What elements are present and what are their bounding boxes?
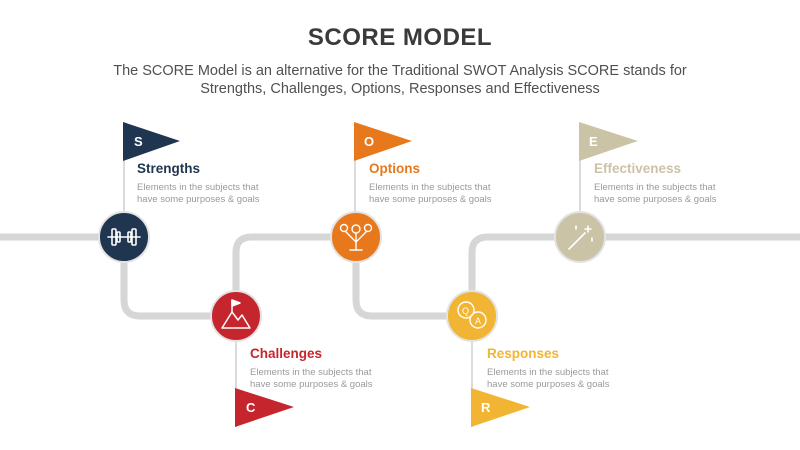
step-desc-responses: Elements in the subjects that have some … — [487, 367, 610, 391]
subtitle-line-1: The SCORE Model is an alternative for th… — [113, 63, 687, 79]
choice-arrows-icon — [339, 223, 373, 251]
step-label-strengths: Strengths — [137, 161, 201, 176]
mountain-flag-icon — [221, 299, 251, 329]
step-desc-options-line-2: have some purposes & goals — [369, 194, 492, 205]
step-responses: R Q A — [446, 290, 530, 427]
flag-r — [471, 388, 530, 427]
step-desc-strengths-line-2: have some purposes & goals — [137, 194, 260, 205]
road-path — [0, 233, 800, 320]
svg-text:A: A — [475, 316, 481, 326]
step-desc-responses-line-1: Elements in the subjects that — [487, 367, 609, 378]
step-circle-challenges — [210, 290, 262, 342]
page-subtitle: The SCORE Model is an alternative for th… — [60, 62, 740, 98]
flag-c — [235, 388, 294, 427]
flag-letter-c: C — [246, 400, 256, 415]
subtitle-line-2: Strengths, Challenges, Options, Response… — [200, 81, 600, 97]
step-label-challenges: Challenges — [250, 346, 323, 361]
step-label-effectiveness: Effectiveness — [594, 161, 682, 176]
svg-text:Q: Q — [462, 306, 469, 316]
step-desc-options: Elements in the subjects that have some … — [369, 182, 492, 206]
flag-letter-s: S — [134, 134, 143, 149]
qa-bubbles-icon: Q A — [457, 301, 487, 329]
flag-o — [354, 122, 412, 161]
step-desc-challenges-line-1: Elements in the subjects that — [250, 367, 372, 378]
dumbbell-icon — [107, 228, 141, 246]
step-challenges: C — [210, 290, 294, 427]
step-desc-options-line-1: Elements in the subjects that — [369, 182, 491, 193]
step-desc-responses-line-2: have some purposes & goals — [487, 379, 610, 390]
step-label-options: Options — [369, 161, 420, 176]
flag-e — [579, 122, 638, 161]
flag-letter-o: O — [364, 134, 374, 149]
step-desc-strengths: Elements in the subjects that have some … — [137, 182, 260, 206]
step-desc-effectiveness-line-1: Elements in the subjects that — [594, 182, 716, 193]
page-title: SCORE MODEL — [307, 24, 493, 51]
flag-letter-r: R — [481, 400, 491, 415]
step-desc-strengths-line-1: Elements in the subjects that — [137, 182, 259, 193]
magic-wand-icon — [568, 225, 593, 250]
step-desc-challenges-line-2: have some purposes & goals — [250, 379, 373, 390]
step-label-responses: Responses — [487, 346, 560, 361]
step-desc-effectiveness: Elements in the subjects that have some … — [594, 182, 717, 206]
step-effectiveness: E — [554, 122, 638, 263]
flag-s — [123, 122, 180, 161]
step-options: O — [330, 122, 412, 263]
flag-letter-e: E — [589, 134, 598, 149]
step-strengths: S — [98, 122, 180, 263]
step-desc-challenges: Elements in the subjects that have some … — [250, 367, 373, 391]
step-desc-effectiveness-line-2: have some purposes & goals — [594, 194, 717, 205]
